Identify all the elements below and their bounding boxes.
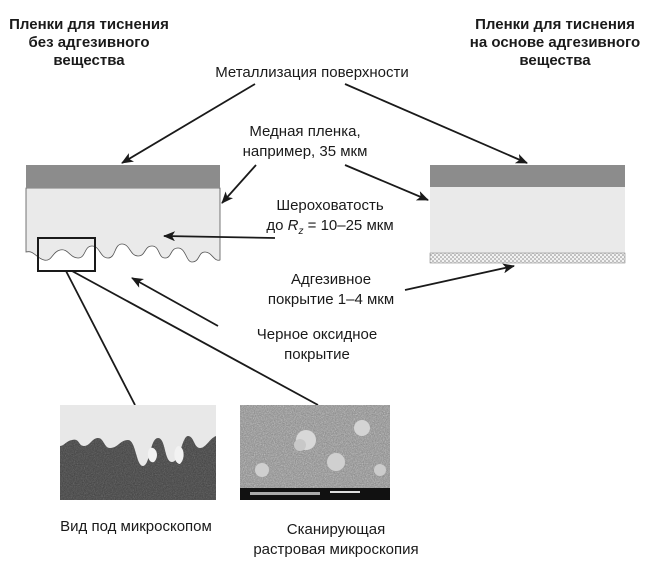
heading-left-line: Пленки для тиснения [9, 16, 169, 33]
caption-microscope: Вид под микроскопом [60, 518, 212, 535]
caption-sem: Сканирующая растровая микроскопия [236, 520, 436, 560]
caption-sem-line: растровая микроскопия [253, 541, 419, 558]
left-film-body [25, 187, 221, 263]
caption-sem-line: Сканирующая [286, 521, 386, 538]
arrow-metal-left [121, 83, 256, 164]
roughness-prefix: до [266, 217, 288, 234]
label-copper: Медная пленка, например, 35 мкм [230, 122, 380, 162]
microscope-image [60, 405, 216, 500]
label-adhesive: Адгезивное покрытие 1–4 мкм [256, 270, 406, 310]
sem-image [240, 405, 390, 500]
roughness-suffix: = 10–25 мкм [303, 217, 394, 234]
label-copper-line: например, 35 мкм [242, 143, 368, 160]
arrow-copper-right [344, 164, 429, 201]
right-adhesive-layer [429, 252, 626, 264]
label-roughness-line2: до Rz = 10–25 мкм [250, 216, 410, 242]
roughness-subscript: z [298, 226, 304, 237]
label-roughness-line1: Шероховатость [276, 197, 384, 214]
label-adhesive-line: Адгезивное [290, 271, 372, 288]
label-adhesive-line: покрытие 1–4 мкм [267, 291, 395, 308]
right-copper-layer [430, 165, 625, 187]
inset-line-to-microscope [65, 270, 136, 406]
heading-right-line: на основе адгезивного [469, 34, 641, 51]
arrow-oxide [131, 277, 219, 327]
heading-right: Пленки для тиснения на основе адгезивног… [452, 16, 658, 70]
label-copper-line: Медная пленка, [249, 123, 361, 140]
roughness-symbol: R [287, 217, 299, 234]
arrow-adhesive [404, 263, 515, 291]
left-copper-layer [26, 165, 220, 188]
label-metallization: Металлизация поверхности [215, 64, 409, 81]
arrow-copper-left [221, 164, 257, 204]
heading-left-line: вещества [53, 52, 125, 69]
label-oxide-line: покрытие [284, 346, 350, 363]
heading-right-line: вещества [519, 52, 591, 69]
label-oxide: Черное оксидное покрытие [232, 325, 402, 365]
arrow-metal-right [344, 83, 528, 164]
heading-right-line: Пленки для тиснения [475, 16, 635, 33]
heading-left: Пленки для тиснения без адгезивного веще… [4, 16, 174, 70]
heading-left-line: без адгезивного [28, 34, 150, 51]
label-roughness: Шероховатость до Rz = 10–25 мкм [250, 196, 410, 242]
right-film-body [430, 187, 625, 253]
inset-line-to-sem [71, 270, 319, 406]
label-oxide-line: Черное оксидное [256, 326, 378, 343]
arrow-roughness [163, 231, 276, 242]
